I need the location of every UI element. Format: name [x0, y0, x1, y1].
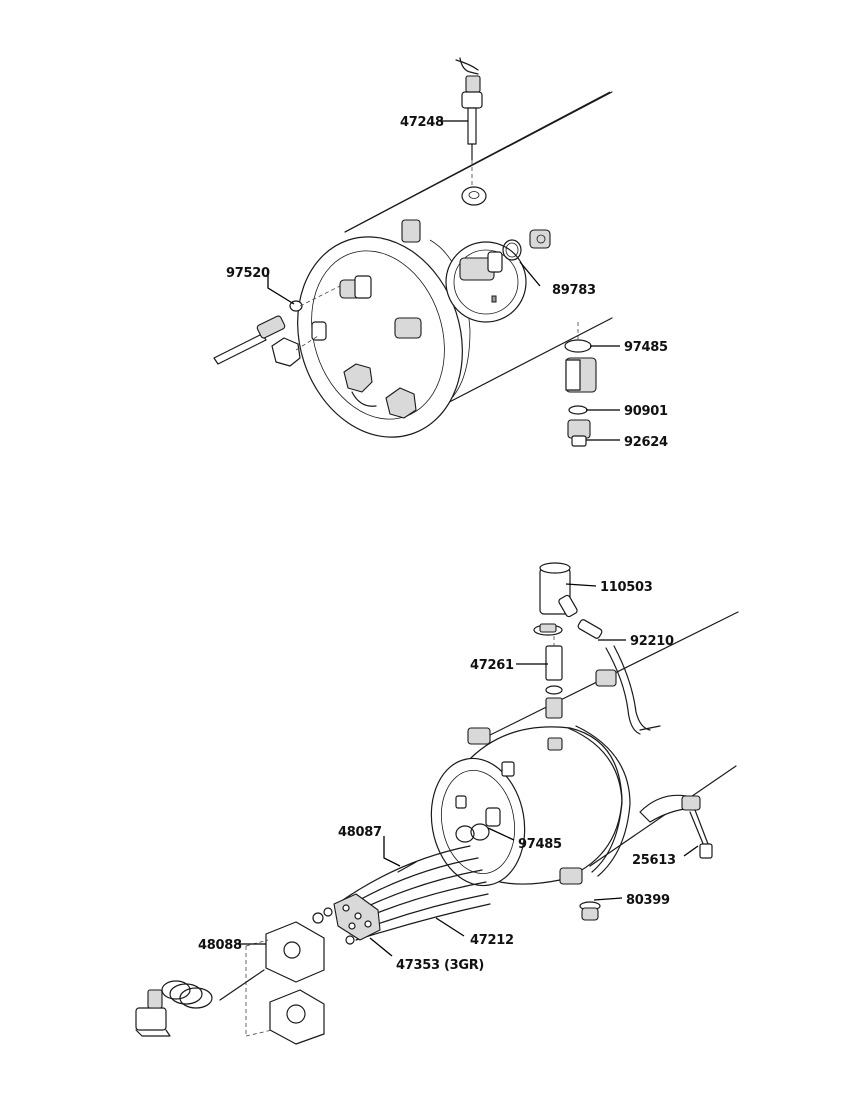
label-89783: 89783 [552, 283, 596, 298]
label-92210: 92210 [630, 634, 674, 649]
label-97485-top: 97485 [624, 340, 668, 355]
leader-lines [236, 120, 699, 957]
part-47248-sensor [455, 57, 487, 206]
part-number-labels: 47248 97520 89783 97485 90901 92624 1105… [198, 115, 676, 973]
part-48088-thermostat [245, 921, 325, 1045]
label-90901: 90901 [624, 404, 668, 419]
label-92624: 92624 [624, 435, 668, 450]
side-flange [445, 241, 527, 323]
label-25613: 25613 [632, 853, 676, 868]
lower-right-fittings [564, 339, 597, 447]
part-89783-plug [502, 229, 551, 261]
label-48088: 48088 [198, 938, 242, 953]
label-48087: 48087 [338, 825, 382, 840]
label-47353: 47353 (3GR) [396, 958, 484, 973]
bottom-boiler-assembly [135, 562, 739, 1045]
part-97520-probe [213, 300, 303, 367]
part-80399-plug [579, 901, 601, 921]
front-cap-fittings [311, 275, 422, 419]
top-boiler-assembly [213, 57, 613, 447]
part-47353-flange [333, 893, 381, 941]
part-110503-valve-assembly [533, 562, 661, 735]
label-80399: 80399 [626, 893, 670, 908]
label-47261: 47261 [470, 658, 514, 673]
label-47248: 47248 [400, 115, 444, 130]
label-110503: 110503 [600, 580, 653, 595]
label-47212: 47212 [470, 933, 514, 948]
part-25613-sensor [639, 794, 713, 859]
label-97520: 97520 [226, 266, 270, 281]
capillary-thermostat-switch [135, 969, 265, 1037]
label-97485-bottom: 97485 [518, 837, 562, 852]
